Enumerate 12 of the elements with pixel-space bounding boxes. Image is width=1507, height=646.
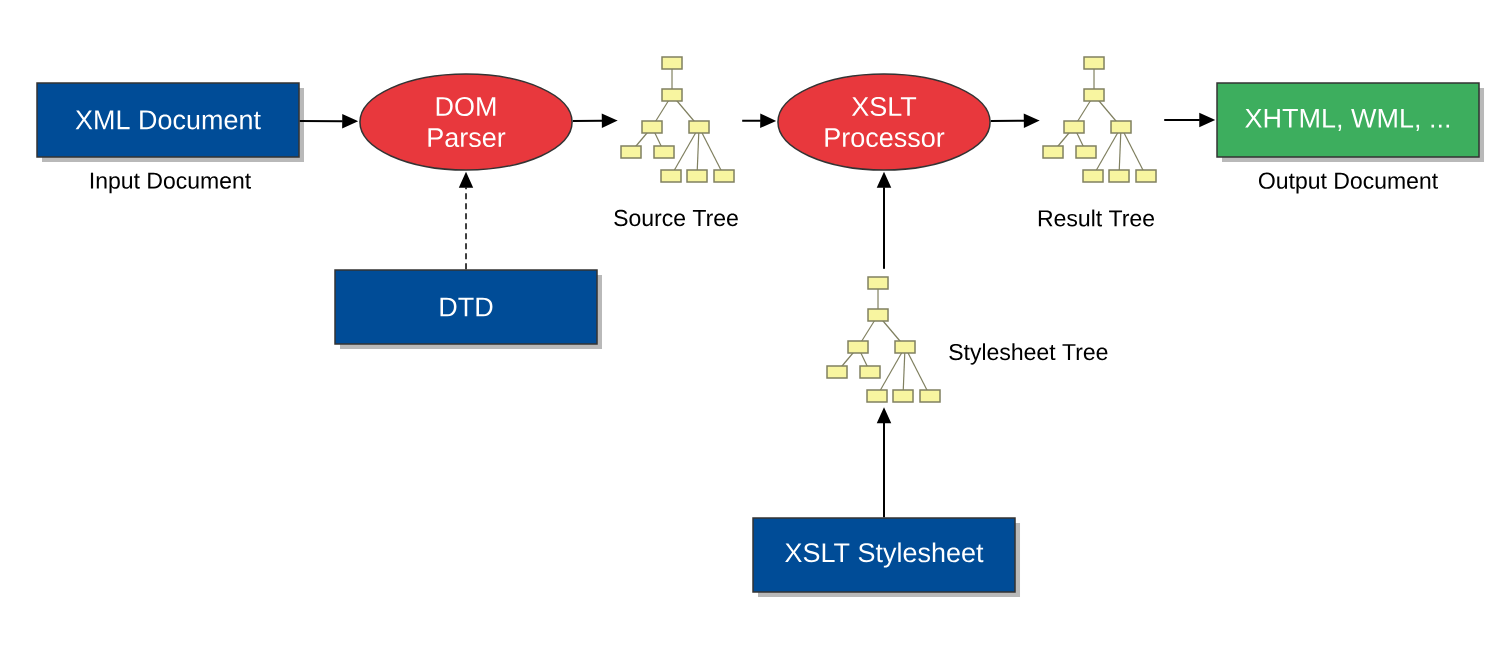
tree-drawing xyxy=(620,56,735,183)
node-caption: Input Document xyxy=(90,172,251,194)
node-caption: Source Tree xyxy=(614,209,738,227)
process-box: DTD xyxy=(334,269,602,349)
process-box: XSLT Stylesheet xyxy=(752,517,1020,597)
process-box: XML Document xyxy=(36,82,304,162)
process-box: XHTML, WML, ... xyxy=(1216,82,1484,162)
tree-drawing xyxy=(1042,56,1157,183)
tree-drawing xyxy=(826,276,941,403)
node-caption: Output Document xyxy=(1258,172,1438,194)
node-caption: Result Tree xyxy=(1038,209,1154,227)
node-caption: Stylesheet Tree xyxy=(949,343,1108,365)
